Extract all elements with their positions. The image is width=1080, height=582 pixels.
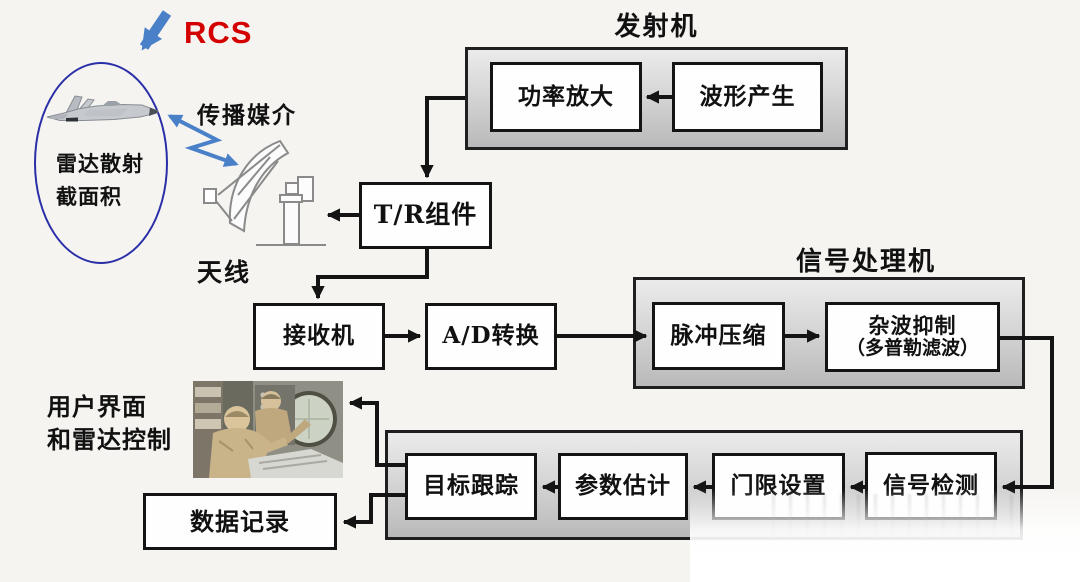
rcs-target-ellipse — [34, 62, 168, 264]
waveform-generator-label: 波形产生 — [699, 82, 796, 110]
pulse-compression-label: 脉冲压缩 — [670, 321, 767, 349]
ad-converter-box: A/D转换 — [425, 303, 557, 370]
signal-processor-title: 信号处理机 — [795, 247, 936, 277]
radar-operators-photo — [193, 381, 343, 478]
rcs-caption-line1: 雷达散射 — [56, 151, 144, 176]
reflection-streaks — [772, 494, 1020, 564]
ui-caption: 用户界面 和雷达控制 — [47, 390, 172, 456]
propagation-wave-icon — [167, 114, 239, 167]
waveform-generator-box: 波形产生 — [672, 62, 823, 132]
receiver-label: 接收机 — [283, 322, 355, 350]
parameter-estimation-box: 参数估计 — [558, 453, 688, 520]
target-tracking-label: 目标跟踪 — [423, 472, 519, 500]
receiver-box: 接收机 — [253, 303, 385, 370]
clutter-suppression-box: 杂波抑制 （多普勒滤波） — [825, 302, 1000, 372]
tr-module-label: T/R组件 — [373, 200, 478, 230]
ad-converter-label: A/D转换 — [442, 322, 540, 350]
clutter-suppression-label-line2: （多普勒滤波） — [845, 337, 979, 360]
data-recording-label: 数据记录 — [190, 506, 290, 536]
medium-label: 传播媒介 — [197, 102, 297, 129]
ui-caption-line2: 和雷达控制 — [47, 425, 172, 454]
power-amplifier-label: 功率放大 — [518, 82, 614, 110]
antenna-icon — [203, 139, 326, 246]
rcs-caption: 雷达散射 截面积 — [56, 147, 144, 213]
power-amplifier-box: 功率放大 — [490, 62, 642, 132]
rcs-arrow-icon — [139, 10, 172, 51]
rcs-label: RCS — [184, 15, 253, 50]
rcs-caption-line2: 截面积 — [56, 184, 122, 209]
data-recording-box: 数据记录 — [143, 493, 337, 550]
clutter-suppression-label-line1: 杂波抑制 — [868, 313, 957, 338]
transmitter-title: 发射机 — [614, 12, 699, 42]
parameter-estimation-label: 参数估计 — [575, 472, 671, 500]
tr-module-box: T/R组件 — [359, 182, 492, 249]
pulse-compression-box: 脉冲压缩 — [652, 302, 785, 370]
antenna-label: 天线 — [197, 258, 252, 287]
ui-caption-line1: 用户界面 — [47, 392, 147, 421]
target-tracking-box: 目标跟踪 — [405, 453, 537, 520]
aircraft-icon — [46, 95, 159, 122]
